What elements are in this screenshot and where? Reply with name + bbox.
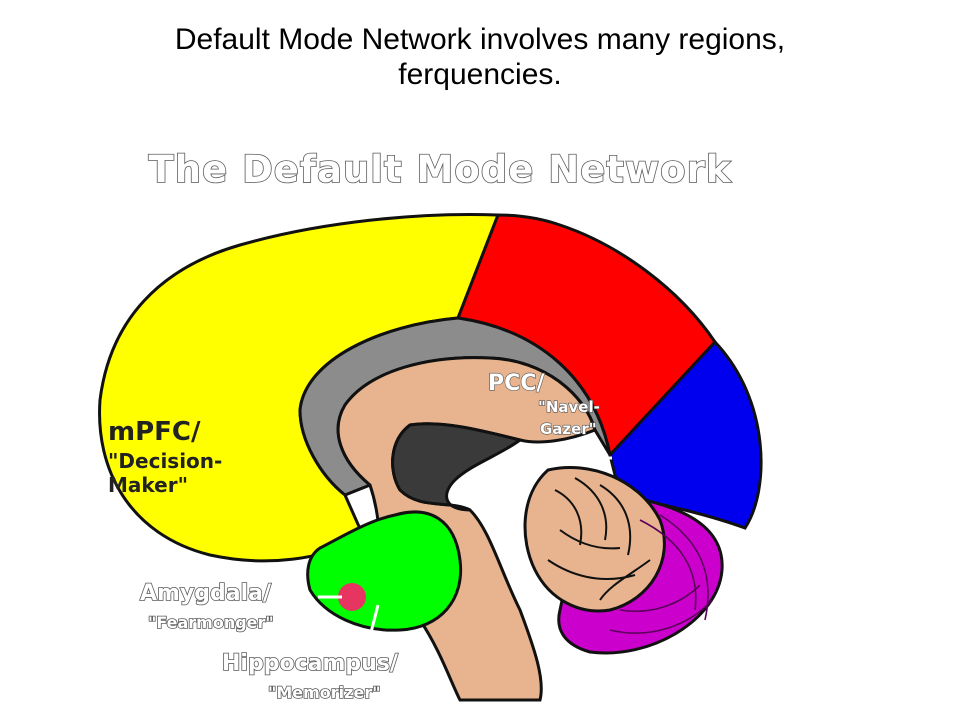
mpfc-label: mPFC/ "Decision- Maker" — [108, 417, 229, 497]
pcc-label-line-1: PCC/ — [488, 371, 545, 396]
slide-title: Default Mode Network involves many regio… — [40, 22, 920, 93]
hippocampus-label-line-2: "Memorizer" — [268, 683, 381, 702]
slide-title-line-1: Default Mode Network involves many regio… — [174, 23, 786, 56]
hippocampus-label: Hippocampus/ "Memorizer" — [222, 651, 406, 702]
slide-title-line-2: ferquencies. — [398, 58, 562, 92]
ventricle-region — [391, 422, 524, 512]
amygdala-label-line-2: "Fearmonger" — [148, 613, 274, 632]
hippocampus-pointer — [364, 604, 380, 653]
mpfc-label-line-1: mPFC/ — [108, 417, 201, 447]
pcc-label: PCC/ "Navel- Gazer" — [488, 371, 605, 438]
mpfc-label-line-3: Maker" — [108, 473, 188, 497]
amygdala-label: Amygdala/ "Fearmonger" — [140, 581, 279, 632]
hippocampus-label-line-1: Hippocampus/ — [222, 651, 399, 676]
amygdala-label-line-1: Amygdala/ — [140, 581, 272, 606]
diagram-heading: The Default Mode Network — [149, 148, 732, 191]
mpfc-label-line-2: "Decision- — [108, 449, 222, 473]
cerebellum-folia — [547, 477, 651, 601]
cerebellum-base-hatching — [609, 514, 713, 634]
pcc-label-line-3: Gazer" — [540, 420, 597, 438]
pcc-label-line-2: "Navel- — [538, 398, 600, 416]
amygdala-spot — [338, 583, 366, 611]
